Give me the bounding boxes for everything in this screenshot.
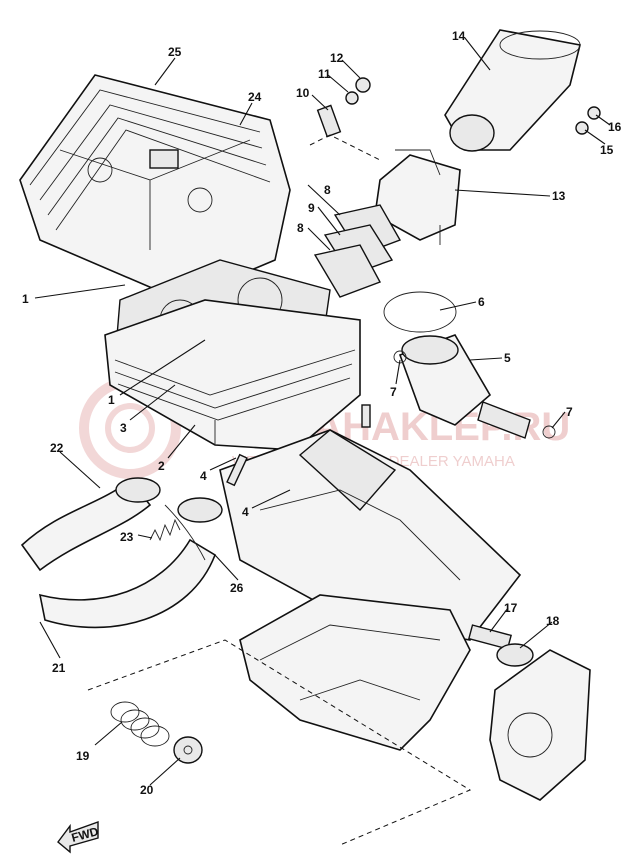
fasteners (226, 77, 601, 487)
label-7b: 7 (566, 405, 573, 419)
label-8b: 8 (297, 221, 304, 235)
forward-arrow: FWD (57, 821, 100, 854)
water-pump-parts (468, 624, 591, 801)
forward-label: FWD (70, 824, 100, 845)
group-outline (87, 639, 472, 846)
intake-silencer (444, 29, 581, 152)
label-17: 17 (504, 601, 518, 615)
label-1b: 1 (108, 393, 115, 407)
label-25: 25 (168, 45, 182, 59)
crankcase (219, 429, 522, 751)
label-8a: 8 (324, 183, 331, 197)
label-9: 9 (308, 201, 315, 215)
label-13: 13 (552, 189, 566, 203)
exhaust-pipes (20, 477, 223, 629)
label-7a: 7 (390, 385, 397, 399)
label-4b: 4 (242, 505, 249, 519)
intake-gaskets (313, 204, 402, 298)
label-18: 18 (546, 614, 560, 628)
spring-washer (110, 701, 203, 764)
label-12: 12 (330, 51, 344, 65)
label-15: 15 (600, 143, 614, 157)
leader-lines (34, 37, 611, 786)
label-2: 2 (158, 459, 165, 473)
label-14: 14 (452, 29, 466, 43)
label-11: 11 (318, 67, 331, 81)
label-21: 21 (52, 661, 66, 675)
label-3: 3 (120, 421, 127, 435)
cylinder-block (104, 299, 361, 451)
label-5: 5 (504, 351, 511, 365)
label-26: 26 (230, 581, 244, 595)
label-10: 10 (296, 86, 310, 100)
piston-assembly (383, 291, 556, 439)
label-6: 6 (478, 295, 485, 309)
label-1a: 1 (22, 292, 29, 306)
label-19: 19 (76, 749, 90, 763)
label-23: 23 (120, 530, 134, 544)
label-16: 16 (608, 120, 622, 134)
label-24: 24 (248, 90, 262, 104)
label-22: 22 (50, 441, 64, 455)
cylinder-head (19, 74, 291, 301)
label-20: 20 (140, 783, 154, 797)
callout-labels: 25 24 1 1 3 2 4 4 5 6 7 7 8 9 8 10 11 12… (22, 29, 622, 797)
forward-arrow-icon (57, 821, 99, 854)
exhaust-spring (149, 518, 181, 542)
label-4a: 4 (200, 469, 207, 483)
